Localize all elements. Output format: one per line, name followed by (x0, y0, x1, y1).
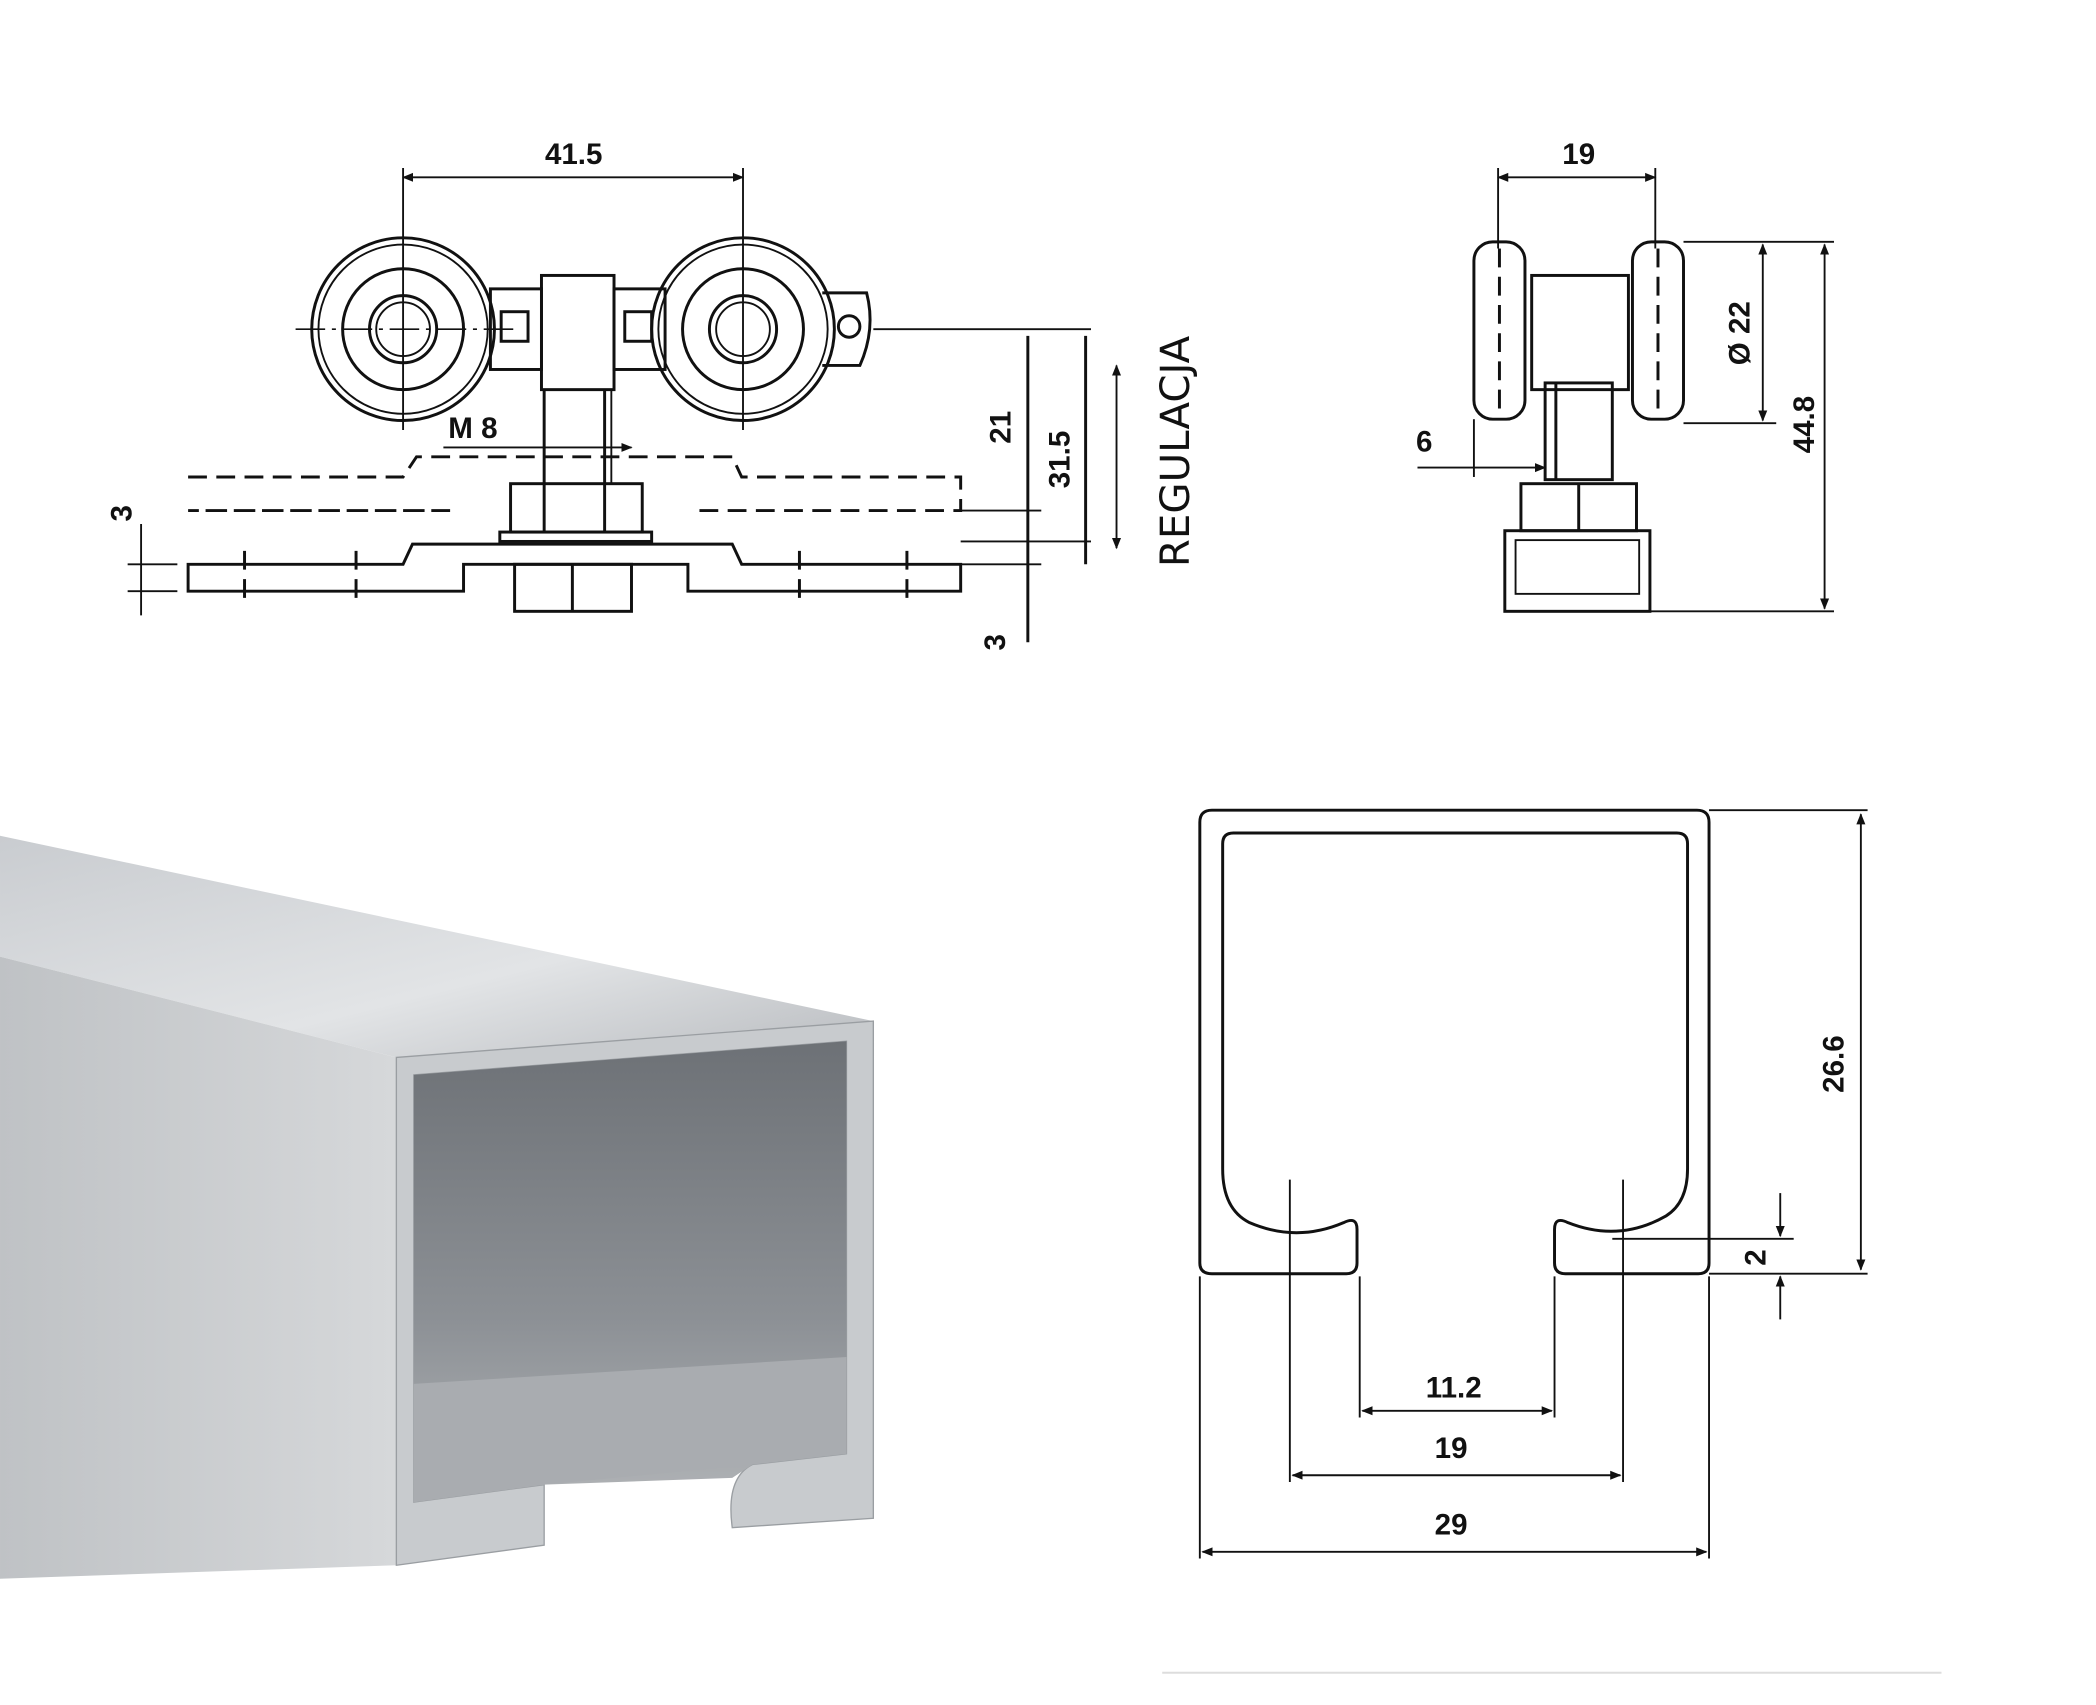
dim-offset: 6 (1416, 425, 1432, 458)
rail-profile-drawing: 26.6 2 11.2 19 29 (1162, 808, 1942, 1674)
dim-rail-height: 26.6 (1817, 1035, 1850, 1093)
dim-wheel-spacing: 41.5 (545, 138, 603, 171)
dim-height-21: 21 (984, 411, 1017, 444)
mounting-plate (186, 542, 963, 593)
dim-bottom: 3 (979, 634, 1012, 650)
dim-outer-width: 29 (1435, 1508, 1468, 1541)
dim-slot-width: 11.2 (1426, 1371, 1482, 1404)
dim-height-31-5: 31.5 (1043, 431, 1076, 489)
aluminium-rail-photo (0, 835, 875, 1579)
dim-plate-thickness: 3 (106, 505, 139, 521)
adjustment-label: REGULACJA (1152, 335, 1199, 567)
roller-front-view: 41.5 M 8 21 31.5 3 (106, 138, 1199, 651)
dim-inner-width: 19 (1435, 1432, 1468, 1465)
roller-side-view: 19 Ø 22 44.8 6 (1416, 138, 1834, 613)
dim-lip: 2 (1739, 1249, 1772, 1265)
label-thread: M 8 (448, 412, 497, 445)
plate-adjusted-position (188, 455, 963, 513)
dim-wheel-width: 19 (1562, 138, 1595, 171)
dim-wheel-diameter: Ø 22 (1723, 301, 1756, 365)
dim-total-height: 44.8 (1788, 396, 1821, 454)
